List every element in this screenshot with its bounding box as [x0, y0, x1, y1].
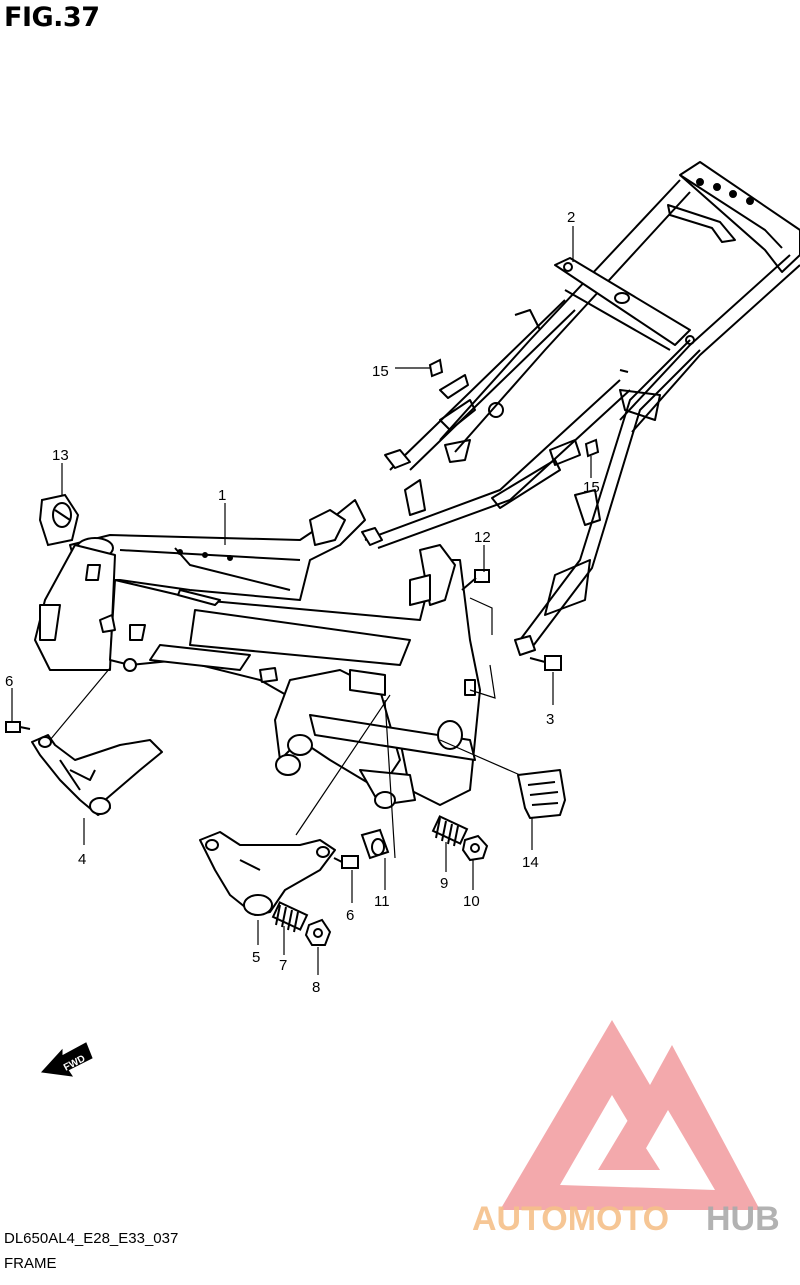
assembly-lines — [49, 597, 521, 859]
footrest-bracket-part-4 — [31, 734, 163, 816]
spring-part-7 — [271, 901, 309, 933]
nut-part-8 — [304, 918, 332, 946]
callout-leaders — [11, 226, 592, 975]
watermark-brand-part2: HUB — [706, 1200, 780, 1238]
rear-subframe — [361, 161, 800, 656]
main-frame — [34, 499, 481, 809]
cover-part-14 — [517, 769, 566, 819]
bolt-part-3 — [529, 655, 562, 671]
fwd-arrow-icon: FWD — [40, 1042, 93, 1077]
callout-labels: 1 2 3 4 5 6 6 7 8 9 10 11 12 13 14 15 15 — [5, 209, 600, 996]
diagram-code: DL650AL4_E28_E33_037 — [4, 1230, 179, 1247]
watermark-text: AUTOMOTO HUB — [472, 1200, 780, 1238]
spring-part-9 — [431, 815, 469, 847]
bolt-part-6-left — [5, 721, 31, 733]
bolt-part-12 — [461, 569, 490, 591]
callout-15-lower: 15 — [583, 479, 600, 496]
callout-15-upper: 15 — [372, 363, 389, 380]
callout-6-left: 6 — [5, 673, 13, 690]
spacer-part-11 — [360, 828, 390, 860]
footrest-bracket-part-5 — [199, 831, 336, 916]
callout-2: 2 — [567, 209, 575, 226]
callout-8: 8 — [312, 979, 320, 996]
engine-mount-part-13 — [38, 493, 80, 547]
callout-7: 7 — [279, 957, 287, 974]
callout-5: 5 — [252, 949, 260, 966]
callout-14: 14 — [522, 854, 539, 871]
callout-12: 12 — [474, 529, 491, 546]
callout-13: 13 — [52, 447, 69, 464]
callout-11: 11 — [374, 893, 390, 910]
pin-part-15-lower — [584, 438, 600, 458]
bolt-part-6-right — [333, 855, 359, 869]
section-name: FRAME — [4, 1255, 57, 1272]
nut-part-10 — [461, 834, 489, 862]
callout-10: 10 — [463, 893, 480, 910]
watermark-brand-part1: AUTOMOTO — [472, 1200, 669, 1238]
watermark-logo — [500, 1020, 760, 1210]
callout-6-right: 6 — [346, 907, 354, 924]
callout-3: 3 — [546, 711, 554, 728]
callout-4: 4 — [78, 851, 86, 868]
pin-part-15-upper — [428, 358, 444, 378]
figure-title: FIG.37 — [4, 2, 100, 33]
callout-9: 9 — [440, 875, 448, 892]
callout-1: 1 — [218, 487, 226, 504]
